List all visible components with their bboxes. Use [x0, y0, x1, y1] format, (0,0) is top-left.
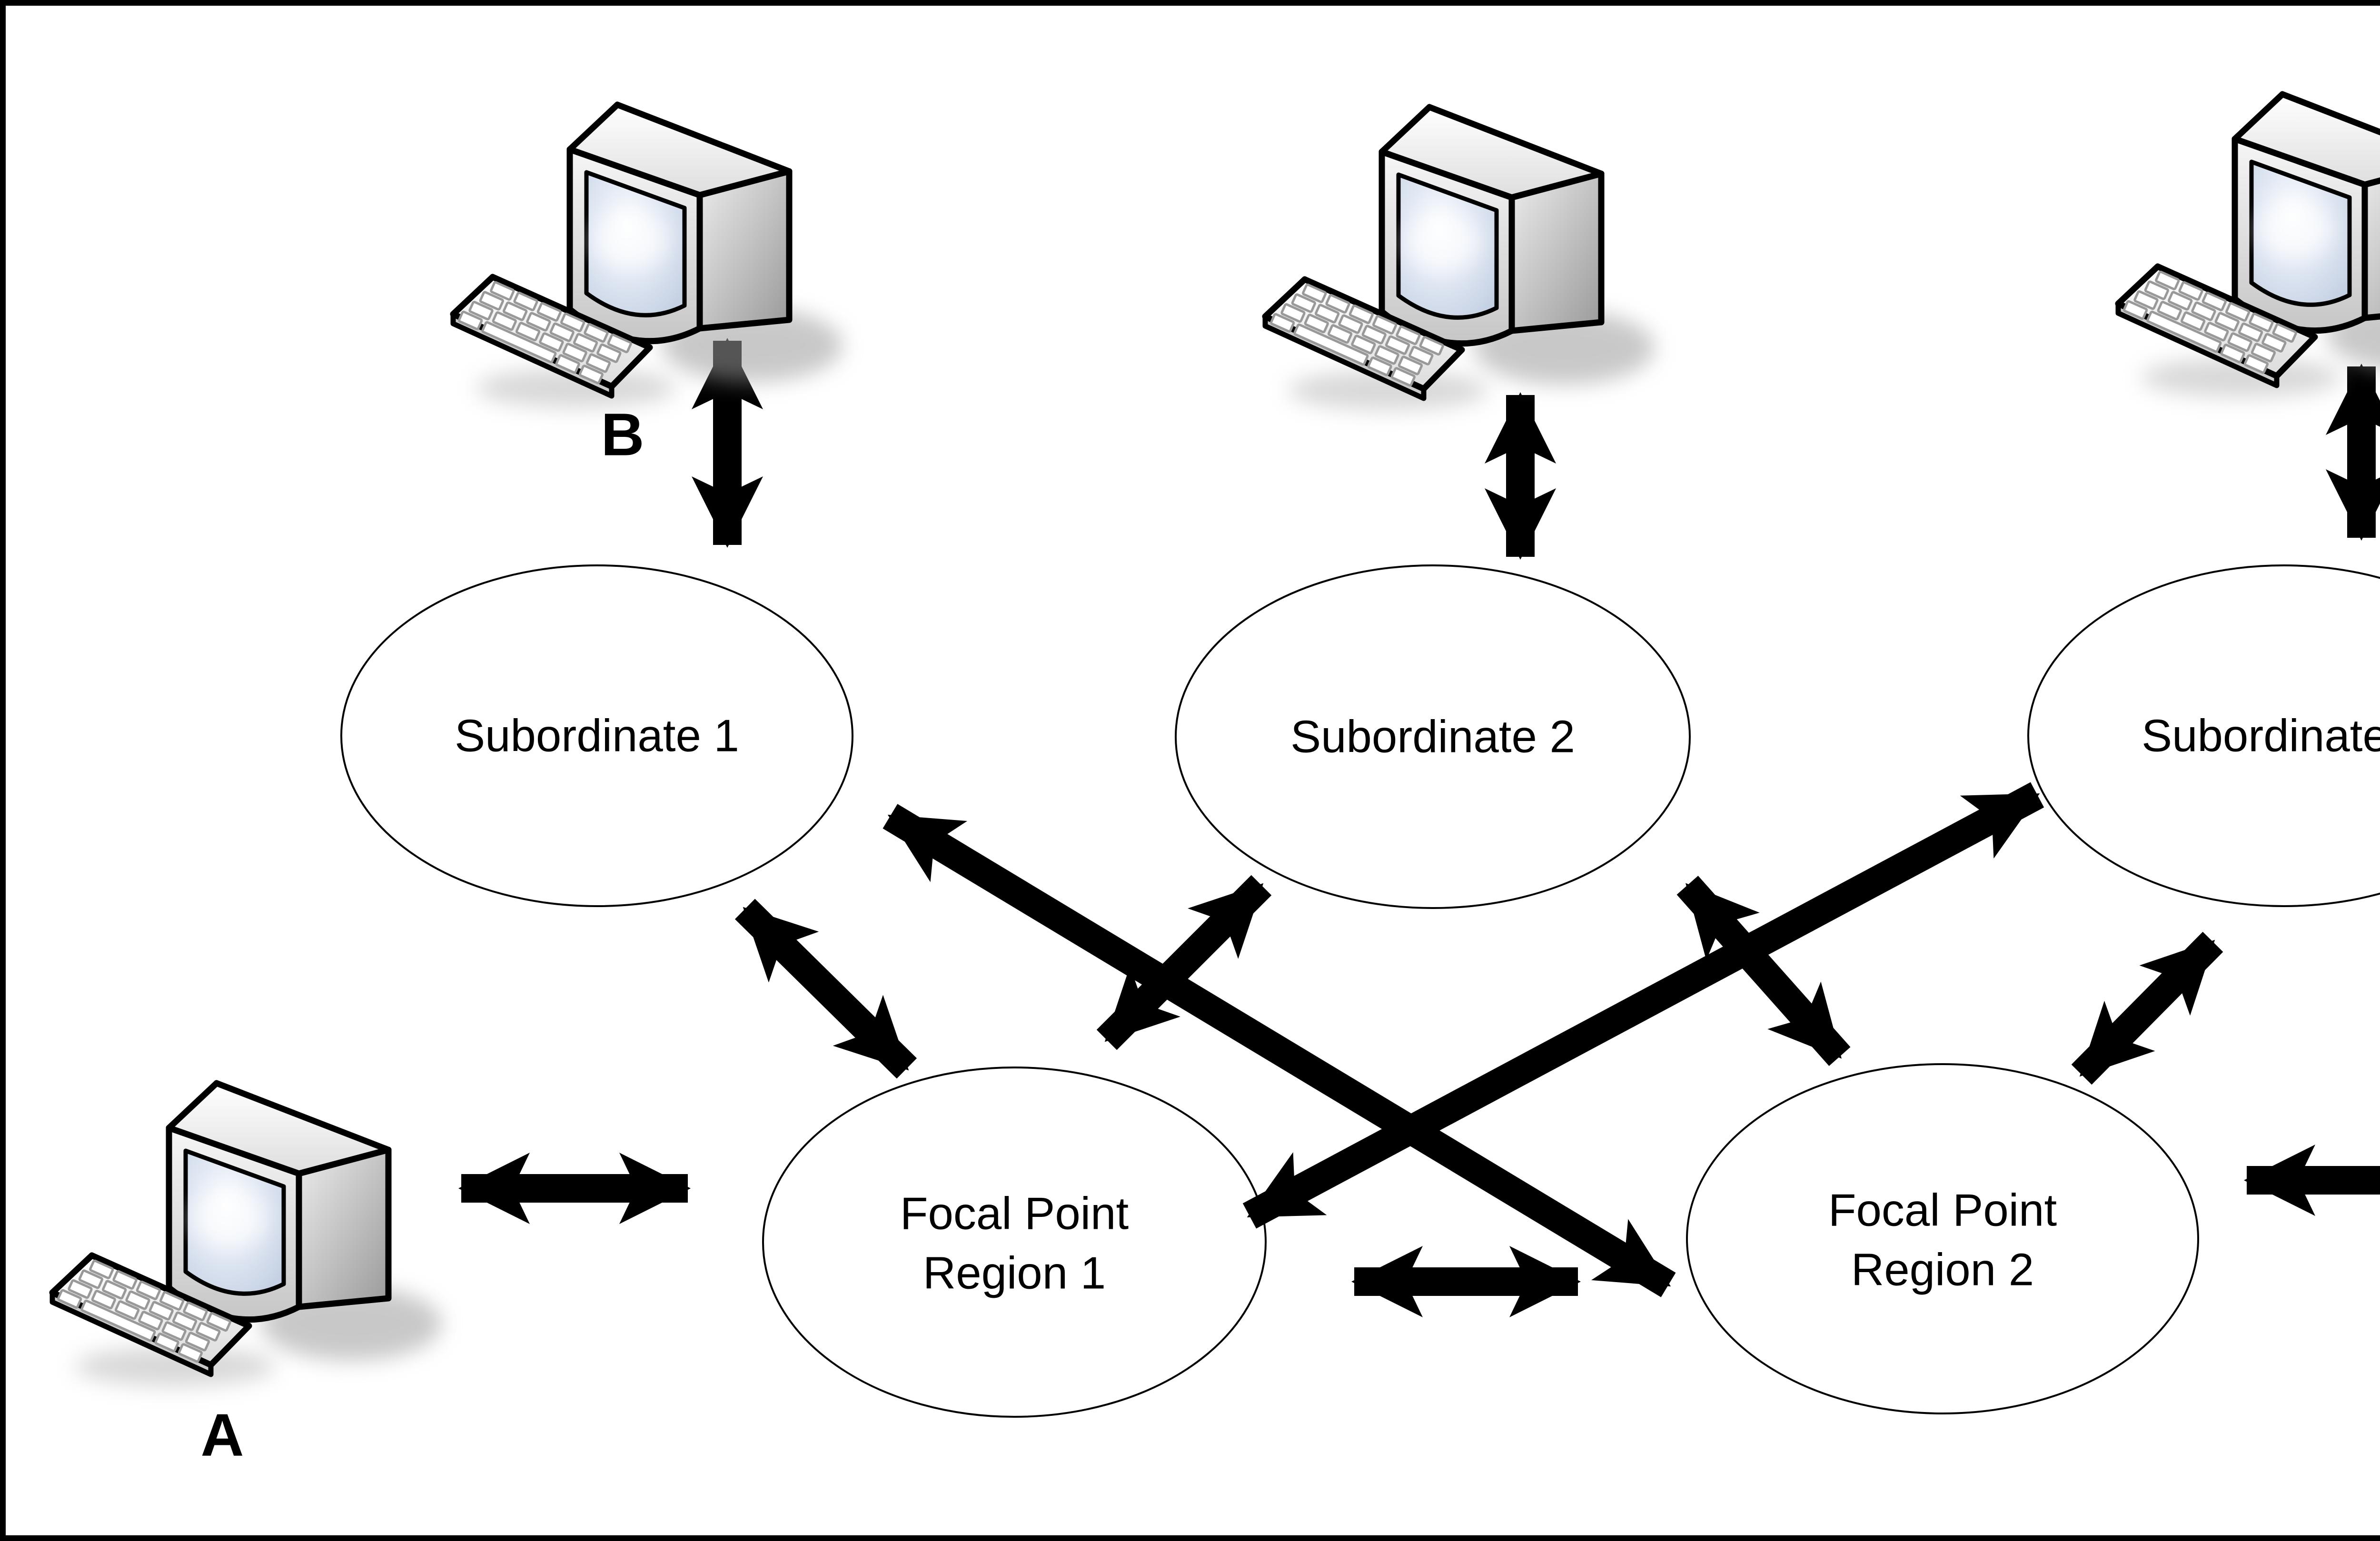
label-subordinate-2: Subordinate 2 — [1290, 711, 1575, 762]
arrow-subordinate-1-focal-point-region-1 — [734, 899, 917, 1079]
label-focal-point-region-2-line1: Focal Point — [1828, 1185, 2057, 1236]
arrow-focal-point-region-1-subordinate-3 — [1242, 782, 2044, 1229]
label-focal-point-region-1-line2: Region 1 — [923, 1248, 1106, 1299]
label-subordinate-1: Subordinate 1 — [455, 711, 739, 761]
label-computer-a: A — [201, 1402, 244, 1469]
ellipse-subordinate-1 — [340, 564, 853, 907]
label-focal-point-region-1-line1: Focal Point — [900, 1188, 1129, 1239]
label-subordinate-3: Subordinate 3 — [2142, 711, 2380, 761]
ellipse-focal-point-region-1 — [762, 1067, 1267, 1418]
label-focal-point-region-2-line2: Region 2 — [1851, 1245, 2034, 1295]
ellipse-focal-point-region-2 — [1686, 1063, 2199, 1414]
arrow-subordinate-3-focal-point-region-2 — [2071, 931, 2223, 1085]
ellipse-subordinate-3 — [2027, 564, 2380, 907]
label-computer-b: B — [601, 401, 645, 468]
